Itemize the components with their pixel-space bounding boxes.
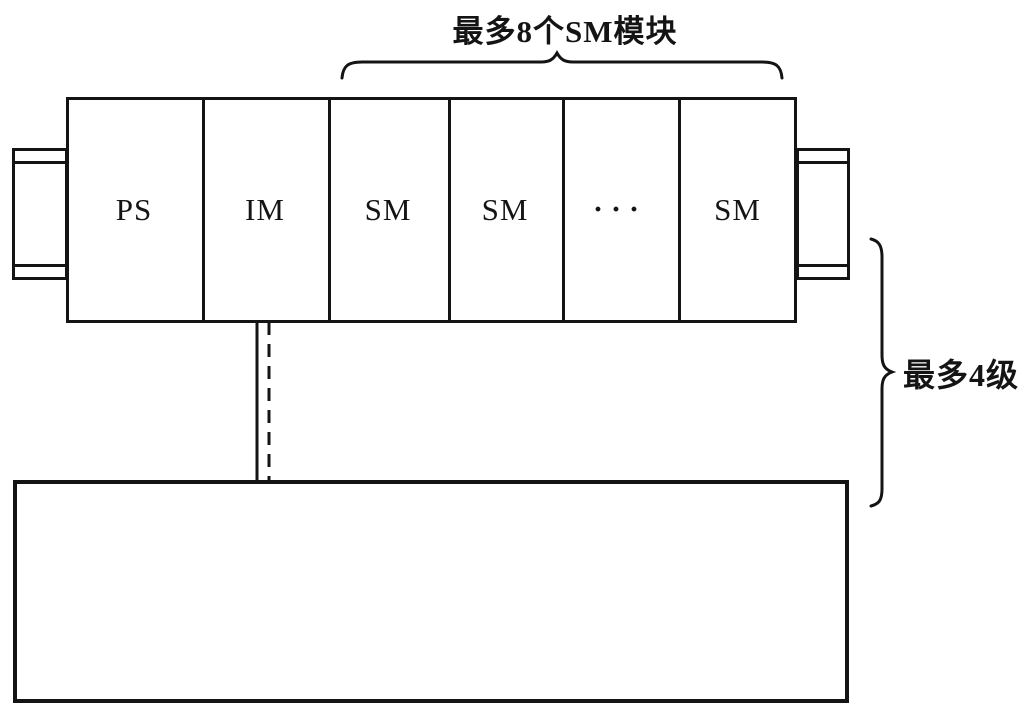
module-cell-sm-1: SM (328, 97, 448, 323)
right-rail-connector-bottom-line (799, 264, 847, 267)
module-cell-ellipsis: ··· (562, 97, 678, 323)
right-brace-label: 最多4级 (903, 357, 1020, 393)
left-rail-connector (12, 148, 68, 280)
module-label: SM (481, 192, 529, 227)
module-divider (328, 97, 331, 323)
module-cell-im: IM (202, 97, 328, 323)
module-cell-ps: PS (66, 97, 202, 323)
ellipsis-label: ··· (592, 193, 647, 226)
right-brace (869, 237, 897, 508)
top-brace (340, 49, 784, 80)
top-brace-label: 最多8个SM模块 (452, 14, 678, 49)
module-cell-sm-3: SM (678, 97, 797, 323)
module-label: SM (364, 192, 412, 227)
module-rack (66, 97, 797, 323)
module-divider (448, 97, 451, 323)
module-label: IM (245, 192, 285, 227)
module-label: SM (714, 192, 761, 227)
module-cell-sm-2: SM (448, 97, 562, 323)
module-divider (562, 97, 565, 323)
module-label: PS (115, 192, 153, 227)
right-rail-connector-top-line (799, 161, 847, 164)
left-rail-connector-bottom-line (15, 264, 65, 267)
left-rail-connector-top-line (15, 161, 65, 164)
right-rail-connector (796, 148, 850, 280)
module-divider (202, 97, 205, 323)
expansion-rack-box (13, 480, 849, 703)
module-divider (678, 97, 681, 323)
